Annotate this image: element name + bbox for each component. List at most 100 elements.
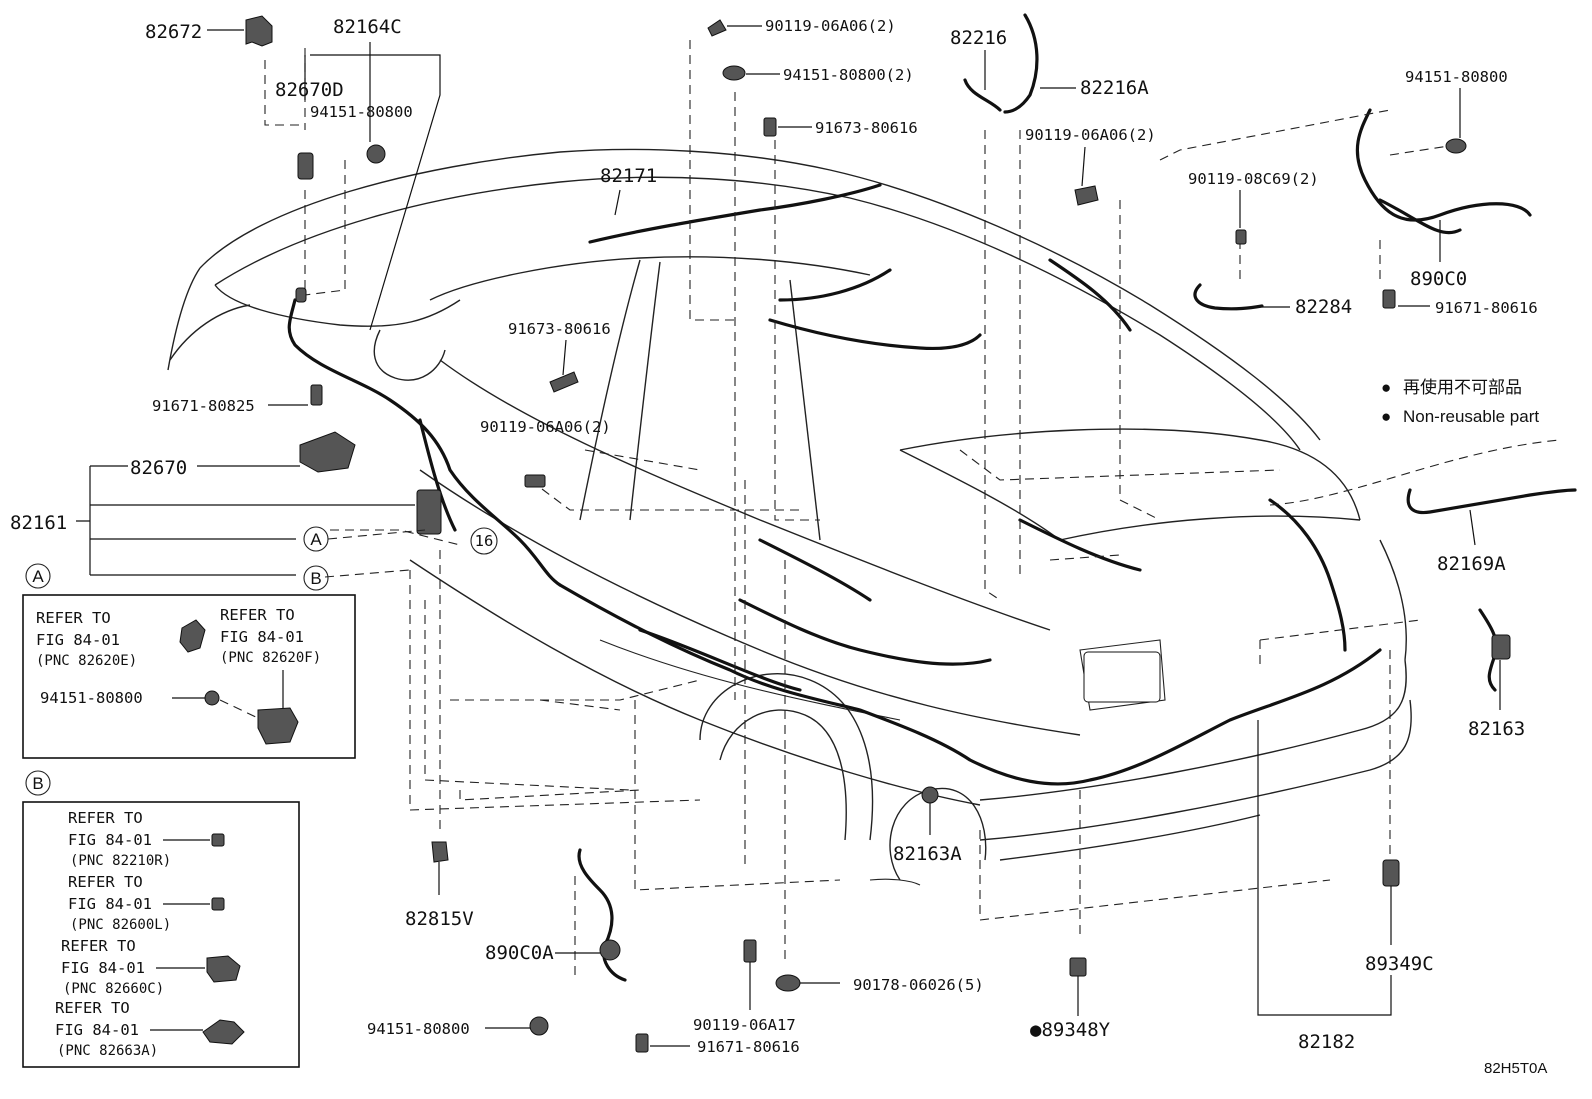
legend: ● 再使用不可部品 ● Non-reusable part bbox=[1381, 377, 1539, 426]
callout-labels: 82672 82164C 82670D 94151-80800 91671-80… bbox=[10, 16, 1547, 1077]
inset-b: B REFER TO FIG 84-01 (PNC 82210R) REFER … bbox=[22, 770, 300, 1068]
inset-a-marker-label: A bbox=[32, 567, 44, 586]
94151-80800-grommet-bottom bbox=[529, 1016, 549, 1036]
89348Y-clip bbox=[1069, 957, 1087, 977]
legend-dot-2: ● bbox=[1381, 407, 1391, 426]
inset-a: A REFER TO FIG 84-01 (PNC 82620E) REFER … bbox=[22, 563, 356, 759]
inset-a-ref1-line1: REFER TO bbox=[36, 609, 111, 627]
label-82670: 82670 bbox=[130, 457, 187, 479]
89349C-clip bbox=[1382, 859, 1400, 887]
label-90119-06A06-mid: 90119-06A06(2) bbox=[480, 418, 611, 436]
label-82161: 82161 bbox=[10, 512, 67, 534]
dashed-leaders bbox=[264, 40, 1561, 975]
label-82169A: 82169A bbox=[1437, 553, 1506, 575]
label-94151-80800-bottom: 94151-80800 bbox=[367, 1020, 470, 1038]
inset-b-item2-pnc: (PNC 82600L) bbox=[70, 917, 171, 933]
label-890C0: 890C0 bbox=[1410, 268, 1467, 290]
label-82171: 82171 bbox=[600, 165, 657, 187]
callout-leader-lines bbox=[76, 25, 1501, 1047]
marker-b-label: B bbox=[310, 569, 321, 588]
94151-80800-clip-right bbox=[1445, 138, 1467, 154]
marker-b bbox=[303, 565, 329, 591]
inset-b-box bbox=[22, 801, 300, 1068]
90119-06A06-bolt-top bbox=[707, 19, 727, 37]
inset-a-part-label: 94151-80800 bbox=[40, 689, 143, 707]
inset-b-item4-part bbox=[202, 1019, 245, 1045]
legend-dot-1: ● bbox=[1381, 378, 1391, 397]
label-82163A: 82163A bbox=[893, 843, 962, 865]
82163A-grommet bbox=[921, 786, 939, 804]
inset-a-ref2-pnc: (PNC 82620F) bbox=[220, 650, 321, 666]
82670D-part bbox=[297, 152, 314, 180]
94151-80800-clip bbox=[722, 65, 746, 81]
inset-b-item4-line1: REFER TO bbox=[55, 999, 130, 1017]
label-82216: 82216 bbox=[950, 27, 1007, 49]
diagram-id: 82H5T0A bbox=[1484, 1060, 1547, 1077]
inset-b-item2-part bbox=[211, 897, 225, 911]
circle-ref-16 bbox=[470, 527, 498, 555]
inset-b-item2-line2: FIG 84-01 bbox=[68, 895, 152, 913]
label-89349C: 89349C bbox=[1365, 953, 1434, 975]
label-91671-80616-bottom: 91671-80616 bbox=[697, 1038, 800, 1056]
label-90119-06A06-right: 90119-06A06(2) bbox=[1025, 126, 1156, 144]
90178-06026-nut bbox=[775, 974, 801, 992]
wire-harnesses bbox=[287, 13, 1577, 982]
legend-line-1: 再使用不可部品 bbox=[1403, 377, 1522, 397]
label-90119-06A06-top: 90119-06A06(2) bbox=[765, 17, 896, 35]
inset-a-grommet bbox=[204, 690, 220, 706]
82670-part bbox=[299, 431, 356, 473]
94151-80800-grommet bbox=[366, 144, 386, 164]
label-82284: 82284 bbox=[1295, 296, 1352, 318]
91671-80616-bolt-right bbox=[1382, 289, 1396, 309]
91673-80616-bolt-top bbox=[763, 117, 777, 137]
inset-a-ref1-pnc: (PNC 82620E) bbox=[36, 653, 137, 669]
inset-b-item1-line2: FIG 84-01 bbox=[68, 831, 152, 849]
label-90178-06026: 90178-06026(5) bbox=[853, 976, 984, 994]
90119-06A17-bolt bbox=[743, 939, 757, 963]
inset-a-ref2-line2: FIG 84-01 bbox=[220, 628, 304, 646]
label-94151-80800-right: 94151-80800 bbox=[1405, 68, 1508, 86]
inset-b-item3-pnc: (PNC 82660C) bbox=[63, 981, 164, 997]
inset-b-item3-line2: FIG 84-01 bbox=[61, 959, 145, 977]
91673-80616-bolt-mid bbox=[549, 371, 579, 393]
inset-b-item2-line1: REFER TO bbox=[68, 873, 143, 891]
label-94151-80800-2: 94151-80800(2) bbox=[783, 66, 914, 84]
82163-connector bbox=[1491, 634, 1511, 660]
inset-b-item4-pnc: (PNC 82663A) bbox=[57, 1043, 158, 1059]
label-91671-80825: 91671-80825 bbox=[152, 397, 255, 415]
inset-b-item1-pnc: (PNC 82210R) bbox=[70, 853, 171, 869]
label-91673-80616-mid: 91673-80616 bbox=[508, 320, 611, 338]
inset-a-marker bbox=[25, 563, 51, 589]
label-94151-80800-top: 94151-80800 bbox=[310, 103, 413, 121]
inset-a-ref2-part bbox=[257, 707, 299, 745]
91671-80616-bolt-bottom bbox=[635, 1033, 649, 1053]
label-91673-80616-top: 91673-80616 bbox=[815, 119, 918, 137]
90119-08C69-bolt bbox=[1235, 229, 1247, 245]
90119-06A06-bolt-right bbox=[1074, 185, 1099, 206]
90119-06A06-bolt-mid bbox=[524, 474, 546, 488]
circle-ref-16-label: 16 bbox=[475, 532, 494, 550]
inset-a-ref1-part bbox=[179, 619, 206, 653]
inset-b-item4-line2: FIG 84-01 bbox=[55, 1021, 139, 1039]
label-890C0A: 890C0A bbox=[485, 942, 554, 964]
label-82216A: 82216A bbox=[1080, 77, 1149, 99]
inset-b-item1-part bbox=[211, 833, 225, 847]
inset-a-box bbox=[22, 594, 356, 759]
label-91671-80616-right: 91671-80616 bbox=[1435, 299, 1538, 317]
82672-part bbox=[245, 15, 273, 47]
small-parts bbox=[245, 15, 1511, 1053]
inset-b-marker-label: B bbox=[32, 774, 43, 793]
grommet-part bbox=[295, 287, 307, 303]
label-82182: 82182 bbox=[1298, 1031, 1355, 1053]
inset-b-marker bbox=[25, 770, 51, 796]
label-90119-08C69: 90119-08C69(2) bbox=[1188, 170, 1319, 188]
battery-box bbox=[1083, 651, 1161, 703]
label-82163: 82163 bbox=[1468, 718, 1525, 740]
890C0A-sensor bbox=[599, 939, 621, 961]
82815V-clip bbox=[431, 841, 449, 863]
label-82670D: 82670D bbox=[275, 79, 344, 101]
inset-b-item3-part bbox=[206, 955, 241, 983]
legend-line-2: Non-reusable part bbox=[1403, 407, 1539, 426]
